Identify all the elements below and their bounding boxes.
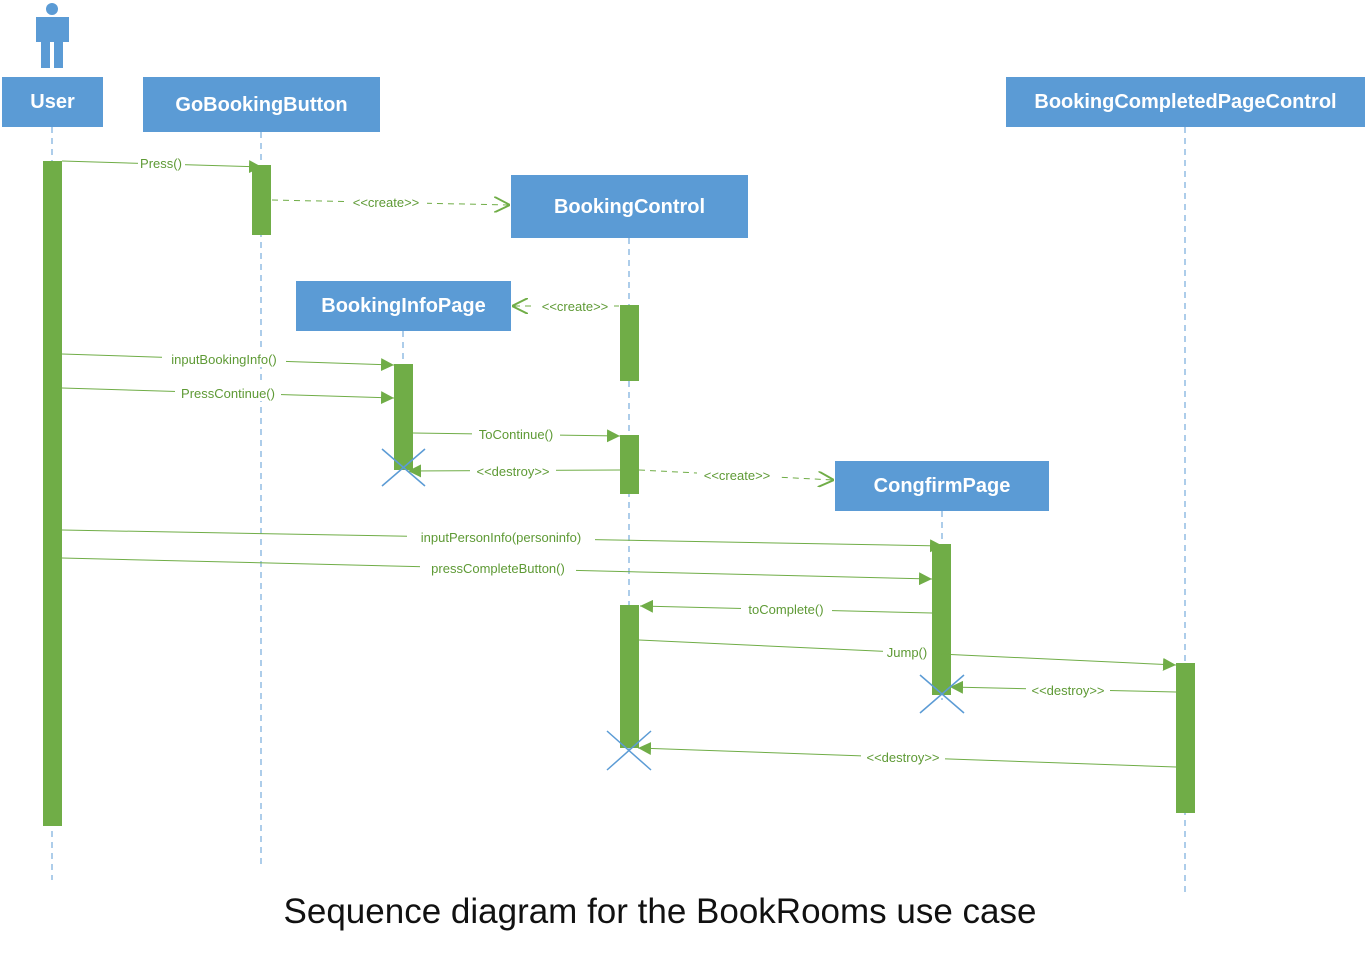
object-box (835, 461, 1049, 511)
message-label: <<create>> (704, 468, 771, 483)
destroy-x-icon (919, 674, 965, 714)
message-label: PressContinue() (181, 386, 275, 401)
activation-bookingcontrol-1 (620, 305, 639, 381)
destroy-x-icon (606, 730, 652, 771)
activation-user (43, 161, 62, 826)
actor-box (2, 77, 103, 127)
message-label: Jump() (887, 645, 927, 660)
object-gobookingbutton: GoBookingButton (143, 77, 380, 132)
diagram-caption: Sequence diagram for the BookRooms use c… (284, 892, 1037, 931)
message-label: <<create>> (353, 195, 420, 210)
activation-bookinginfopage (394, 364, 413, 470)
activation-completedcontrol (1176, 663, 1195, 813)
message-label: pressCompleteButton() (431, 561, 565, 576)
message-label: ToContinue() (479, 427, 553, 442)
message-label: Press() (140, 156, 182, 171)
object-confirmpage: CongfirmPage (835, 461, 1049, 511)
message-label: inputBookingInfo() (171, 352, 277, 367)
object-label: BookingControl (554, 196, 705, 218)
object-box (1006, 77, 1365, 127)
object-label: BookingCompletedPageControl (1034, 91, 1336, 113)
object-bookinginfopage: BookingInfoPage (296, 281, 511, 331)
message-labels: Press() <<create>> <<create>> inputBooki… (138, 155, 1110, 765)
object-label: GoBookingButton (175, 94, 347, 116)
actor-label: User (30, 91, 75, 113)
activation-confirmpage (932, 544, 951, 695)
object-label: CongfirmPage (874, 475, 1011, 497)
activation-gobookingbutton (252, 165, 271, 235)
message-label: <<create>> (542, 299, 609, 314)
message-label: <<destroy>> (1032, 683, 1105, 698)
object-bookingcontrol: BookingControl (511, 175, 748, 238)
object-box (143, 77, 380, 132)
message-label: <<destroy>> (867, 750, 940, 765)
object-box (296, 281, 511, 331)
activation-bookingcontrol-3 (620, 605, 639, 748)
destroy-marks (381, 448, 965, 771)
message-label: <<destroy>> (477, 464, 550, 479)
message-label: toComplete() (748, 602, 823, 617)
actor-user: User (2, 3, 103, 127)
destroy-x-icon (381, 448, 426, 487)
activations (43, 161, 1195, 826)
object-completedcontrol: BookingCompletedPageControl (1006, 77, 1365, 127)
object-label: BookingInfoPage (321, 295, 485, 317)
message-label: inputPersonInfo(personinfo) (421, 530, 581, 545)
activation-bookingcontrol-2 (620, 435, 639, 494)
message-create-bookingcontrol (271, 200, 510, 205)
person-icon (36, 3, 69, 68)
object-box (511, 175, 748, 238)
